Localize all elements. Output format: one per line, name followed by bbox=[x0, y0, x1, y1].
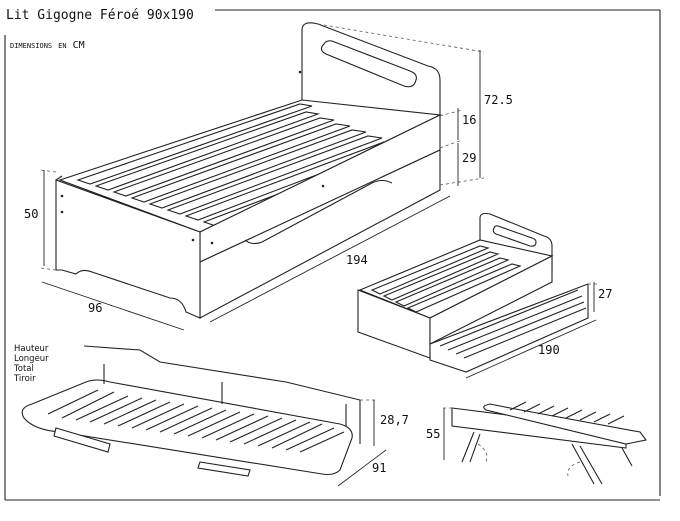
main-bed-drawing bbox=[55, 22, 442, 319]
headboard-height-label: 72.5 bbox=[484, 93, 513, 107]
leg-height-label: 55 bbox=[426, 427, 440, 441]
folded-dimensions bbox=[337, 399, 387, 487]
upper-gap-label: 16 bbox=[462, 113, 476, 127]
trundle-length-label: 190 bbox=[538, 343, 560, 357]
legend-line-4: Tiroir bbox=[13, 374, 36, 384]
side-view-dimensions bbox=[440, 407, 452, 460]
folded-frame-drawing bbox=[21, 345, 361, 477]
legend-box: Hauteur Longeur Total Tiroir bbox=[13, 344, 49, 384]
depth-label: 96 bbox=[88, 301, 102, 315]
legend-line-2: Longeur bbox=[14, 354, 49, 364]
trundle-bed-drawing bbox=[357, 212, 589, 373]
trundle-height-label: 27 bbox=[598, 287, 612, 301]
folded-width-label: 91 bbox=[372, 461, 386, 475]
page-subtitle: dimensions en CM bbox=[10, 40, 85, 51]
page-frame bbox=[4, 9, 661, 501]
legend-line-1: Hauteur bbox=[14, 344, 49, 354]
drawer-height-label: 29 bbox=[462, 151, 476, 165]
trundle-dimensions bbox=[465, 282, 600, 379]
folded-height-label: 28,7 bbox=[380, 413, 409, 427]
main-bed-dimensions bbox=[39, 23, 485, 331]
side-view-drawing bbox=[451, 401, 647, 485]
bed-height-label: 50 bbox=[24, 207, 38, 221]
legend-line-3: Total bbox=[13, 364, 34, 374]
total-length-label: 194 bbox=[346, 253, 368, 267]
page-title: Lit Gigogne Féroé 90x190 bbox=[6, 8, 194, 23]
